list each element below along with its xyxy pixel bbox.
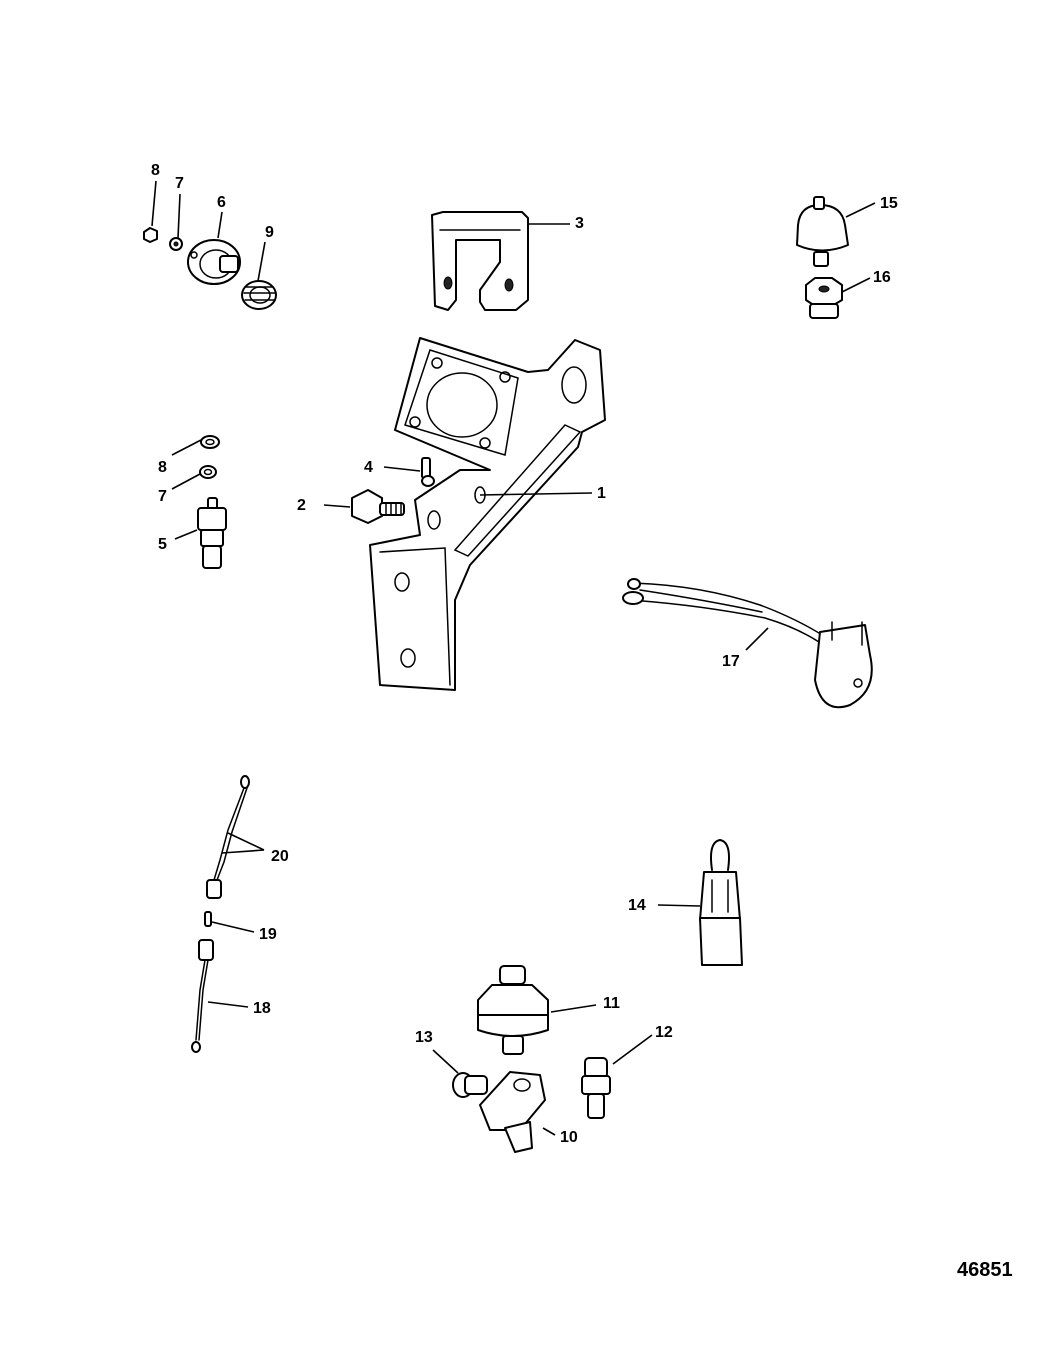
callout-15: 15	[880, 195, 898, 212]
part-17-harness[interactable]	[622, 578, 873, 709]
part-8-nut-lower[interactable]	[200, 435, 220, 449]
part-12-fitting[interactable]	[581, 1057, 611, 1119]
part-20-wire-lead[interactable]	[206, 775, 250, 899]
callout-9: 9	[265, 224, 274, 241]
callout-13: 13	[415, 1029, 433, 1046]
part-4-screw[interactable]	[421, 457, 435, 487]
part-3-clip[interactable]	[431, 211, 529, 311]
callout-7-lower: 7	[158, 488, 167, 505]
callout-8-lower: 8	[158, 459, 167, 476]
callout-5: 5	[158, 536, 167, 553]
callout-17: 17	[722, 653, 740, 670]
callout-18: 18	[253, 1000, 271, 1017]
callout-6: 6	[217, 194, 226, 211]
part-19-connector-pin[interactable]	[204, 911, 212, 927]
leader-lines	[151, 180, 876, 1136]
callout-10: 10	[560, 1129, 578, 1146]
part-10-fitting[interactable]	[479, 1071, 546, 1153]
callout-20: 20	[271, 848, 289, 865]
callout-8-upper: 8	[151, 162, 160, 179]
callout-11: 11	[603, 995, 620, 1012]
callout-7-upper: 7	[175, 175, 184, 192]
part-18-wire-lead[interactable]	[191, 939, 214, 1053]
part-7-washer-upper[interactable]	[169, 237, 183, 251]
part-2-bolt[interactable]	[351, 489, 405, 524]
callout-4: 4	[364, 459, 373, 476]
part-6-sender[interactable]	[187, 239, 241, 285]
part-7-washer-lower[interactable]	[199, 465, 217, 479]
drawing-number: 46851	[957, 1259, 1013, 1281]
callout-1: 1	[597, 485, 606, 502]
part-16-adapter[interactable]	[805, 277, 843, 319]
part-5-sender[interactable]	[197, 497, 227, 569]
part-11-sensor[interactable]	[477, 965, 549, 1055]
callout-labels: 1 2 3 4 5 6 7 7 8 8 9 10 11 12 13 14 15 …	[151, 162, 898, 1146]
callout-12: 12	[655, 1024, 673, 1041]
callout-3: 3	[575, 215, 584, 232]
part-14-connector[interactable]	[699, 839, 743, 966]
part-8-nut-upper[interactable]	[143, 227, 158, 243]
callout-2: 2	[297, 497, 306, 514]
part-1-mounting-bracket[interactable]	[369, 337, 606, 691]
callout-19: 19	[259, 926, 277, 943]
callout-16: 16	[873, 269, 891, 286]
part-15-pressure-switch[interactable]	[796, 196, 849, 267]
callout-14: 14	[628, 897, 646, 914]
part-9-adapter[interactable]	[241, 280, 277, 310]
part-13-plug[interactable]	[452, 1072, 488, 1098]
